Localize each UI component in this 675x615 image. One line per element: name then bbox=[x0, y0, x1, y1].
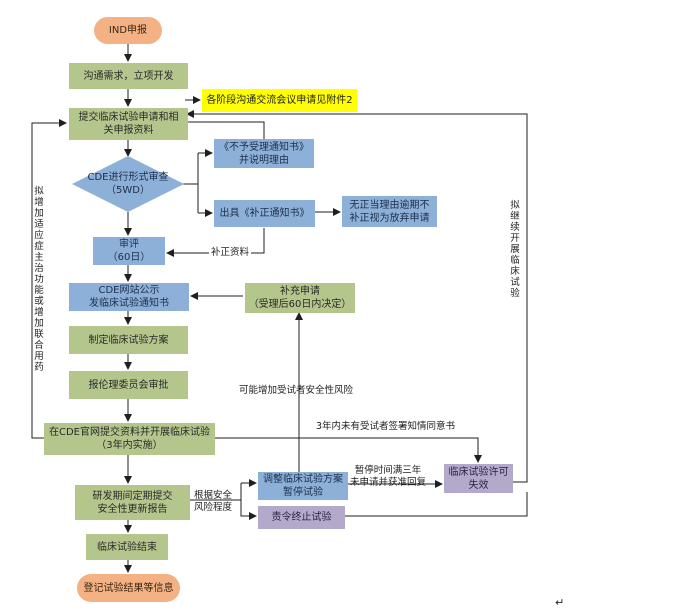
label-no-consent: 3年内未有受试者签署知情同意书 bbox=[316, 421, 456, 432]
label-supplement-material: 补正资料 bbox=[209, 247, 252, 259]
node-ethics: 报伦理委员会审批 bbox=[69, 371, 188, 399]
edge-to-terminate bbox=[240, 500, 257, 520]
label-left-loop: 拟增加适应症主治功能或增加联合用药 bbox=[34, 186, 44, 373]
node-formal-review-label: CDE进行形式审查 （5WD） bbox=[87, 172, 169, 196]
node-plan: 制定临床试验方案 bbox=[69, 326, 188, 354]
label-pause-3y: 暂停时间满三年 未申请并获准回复 bbox=[350, 465, 427, 488]
node-submit-cde: 在CDE官网提交资料并开展临床试验 （3年内实施） bbox=[44, 423, 215, 455]
node-reject-notice: 《不予受理通知书》 并说明理由 bbox=[214, 139, 314, 168]
node-communicate: 沟通需求，立项开发 bbox=[69, 63, 188, 89]
edge-formal-branches bbox=[183, 153, 199, 213]
node-review: 审评 （60日） bbox=[93, 237, 165, 265]
edge-reject-to-submit bbox=[185, 121, 265, 140]
node-supplement-notice: 出具《补正通知书》 bbox=[214, 200, 315, 227]
edge-supplement-to-review bbox=[166, 228, 265, 257]
node-terminate: 责令终止试验 bbox=[258, 506, 345, 529]
label-by-risk: 根据安全 风险程度 bbox=[194, 490, 233, 513]
node-overdue: 无正当理由逾期不 补正视为放弃申请 bbox=[342, 196, 437, 227]
node-formal-review-diamond bbox=[72, 156, 184, 212]
node-publish: CDE网站公示 发临床试验通知书 bbox=[69, 283, 189, 311]
node-safety-report: 研发期间定期提交 安全性更新报告 bbox=[75, 485, 190, 520]
label-possible-risk: 可能增加受试者安全性风险 bbox=[239, 385, 354, 396]
edge-left-loop bbox=[31, 119, 67, 439]
edge-submitcde-invalid bbox=[215, 437, 482, 463]
label-right-loop: 拟继续开展临床试验 bbox=[510, 200, 520, 299]
node-submit-application: 提交临床试验申请和相 关申报资料 bbox=[69, 108, 188, 140]
node-license-invalid: 临床试验许可 失效 bbox=[444, 464, 513, 493]
node-register: 登记试验结果等信息 bbox=[77, 574, 180, 602]
node-ind-apply: IND申报 bbox=[94, 17, 162, 44]
node-adjust: 调整临床试验方案 暂停试验 bbox=[258, 472, 348, 500]
node-supplement-apply: 补充申请 （受理后60日内决定） bbox=[245, 283, 355, 313]
node-trial-end: 临床试验结束 bbox=[86, 534, 168, 560]
edge-terminate-right bbox=[345, 492, 528, 517]
node-meeting-note: 各阶段沟通交流会议申请见附件2 bbox=[202, 89, 357, 112]
return-mark-icon: ↵ bbox=[555, 596, 565, 609]
edge-right-loop bbox=[186, 110, 528, 483]
